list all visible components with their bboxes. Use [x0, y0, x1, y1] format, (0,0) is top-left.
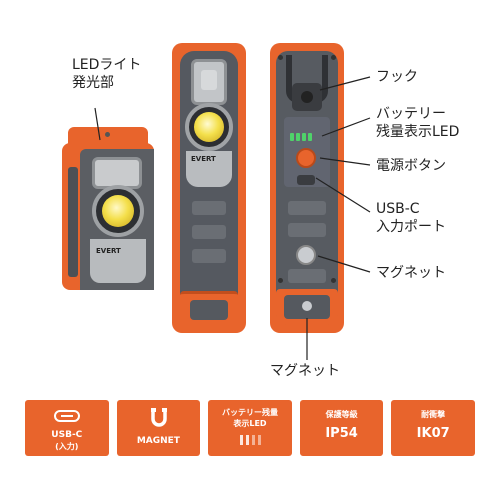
light-cap [68, 127, 148, 149]
label-led-light: LEDライト 発光部 [72, 56, 141, 92]
grip-ridge [192, 225, 226, 239]
brand-plate [90, 239, 146, 283]
screw-icon [331, 278, 336, 283]
grip-ridge [192, 249, 226, 263]
brand-logo: EVERT [191, 155, 216, 163]
bar [258, 435, 262, 445]
small-light-view: EVERT [62, 127, 154, 290]
battery-led [296, 133, 300, 141]
tile-battery-line1: バッテリー残量 [221, 408, 278, 417]
label-power-button: 電源ボタン [376, 158, 446, 174]
side-panel [68, 167, 78, 277]
screw-icon [331, 55, 336, 60]
light-base [276, 289, 338, 325]
battery-led [302, 133, 306, 141]
battery-bars-icon [240, 435, 262, 445]
label-magnet-bottom: マグネット [270, 363, 340, 379]
magnet-icon [150, 408, 167, 427]
front-view-light: EVERT [172, 43, 246, 333]
label-battery-led: バッテリー 残量表示LED [376, 105, 459, 141]
lens-ring [185, 103, 233, 151]
bar [240, 435, 244, 445]
hook-pad [292, 83, 322, 111]
tile-usb-c: USB-C (入力) [25, 400, 109, 456]
tile-battery-line2: 表示LED [233, 419, 267, 428]
grip-ridge [288, 201, 326, 215]
brand-logo: EVERT [96, 247, 121, 255]
tile-ip-title: 保護等級 [325, 410, 358, 419]
feature-tiles: USB-C (入力) MAGNET バッテリー残量 表示LED 保護等級 IP5… [25, 400, 475, 456]
led-lens-icon [102, 195, 134, 227]
label-line: 残量表示LED [376, 124, 460, 140]
brand-plate [186, 151, 232, 187]
hook-pivot [301, 91, 313, 103]
tile-ik-rating: 耐衝撃 IK07 [391, 400, 475, 456]
battery-led [290, 133, 294, 141]
screw-icon [278, 278, 283, 283]
label-line: バッテリー [376, 106, 446, 122]
back-view-light [270, 43, 344, 333]
label-hook: フック [376, 69, 418, 85]
tile-ip-value: IP54 [325, 426, 358, 441]
battery-led-indicator [290, 133, 312, 141]
tile-ik-title: 耐衝撃 [421, 410, 446, 419]
tile-ip-rating: 保護等級 IP54 [299, 400, 384, 456]
tile-usb-line1: USB-C [51, 430, 83, 440]
window-bar [201, 70, 217, 90]
tile-magnet: MAGNET [116, 400, 201, 456]
top-window [191, 59, 227, 105]
light-base [180, 291, 238, 325]
label-usb-port: USB-C 入力ポート [376, 200, 446, 236]
label-line: LEDライト [72, 57, 142, 73]
led-lens-icon [194, 112, 224, 142]
bar [246, 435, 250, 445]
cap-dot [105, 132, 110, 137]
grip-ridge [192, 201, 226, 215]
usb-c-port[interactable] [297, 175, 315, 185]
grip-ridge [288, 269, 326, 283]
tile-ik-value: IK07 [416, 426, 450, 441]
screw-icon [278, 55, 283, 60]
label-line: 入力ポート [376, 219, 446, 235]
power-button[interactable] [296, 148, 316, 168]
label-magnet-side: マグネット [376, 265, 446, 281]
usb-c-port-icon [54, 410, 80, 422]
tile-battery-led: バッテリー残量 表示LED [208, 400, 292, 456]
battery-led [308, 133, 312, 141]
tile-usb-line2: (入力) [55, 442, 79, 451]
label-line: 発光部 [72, 75, 114, 91]
bottom-magnet-icon [302, 301, 312, 311]
grip-ridge [288, 223, 326, 237]
side-magnet-icon [296, 245, 316, 265]
bar [252, 435, 256, 445]
base-inner [190, 300, 228, 320]
tile-magnet-label: MAGNET [136, 436, 180, 446]
label-line: USB-C [376, 201, 420, 217]
